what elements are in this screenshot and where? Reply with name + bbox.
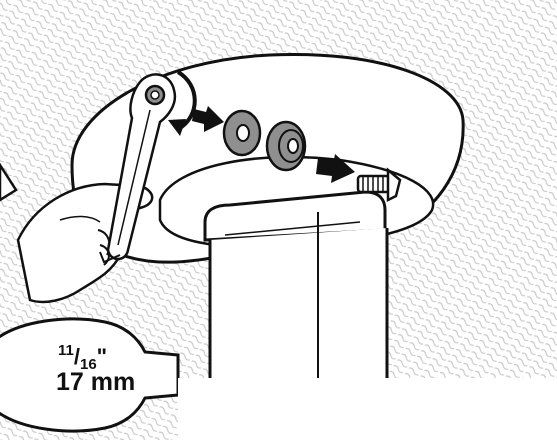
label-panel (178, 378, 557, 440)
wrench-size-metric: 17 mm (56, 368, 136, 396)
threaded-bolt-icon (356, 167, 402, 203)
washer-icon (222, 109, 262, 157)
warning-triangle-icon (0, 162, 18, 202)
arrow-icon (316, 154, 355, 183)
inch-mark: " (96, 344, 108, 369)
inch-slash: / (73, 344, 80, 369)
wrench-size-inch: 11/16" (58, 343, 107, 372)
washer-icon (265, 120, 307, 172)
inch-numerator: 11 (58, 342, 74, 359)
wrench-icon (99, 73, 177, 264)
rotation-arrow-icon (168, 70, 197, 136)
arrow-icon (192, 106, 224, 132)
inch-denominator: 16 (79, 356, 97, 373)
